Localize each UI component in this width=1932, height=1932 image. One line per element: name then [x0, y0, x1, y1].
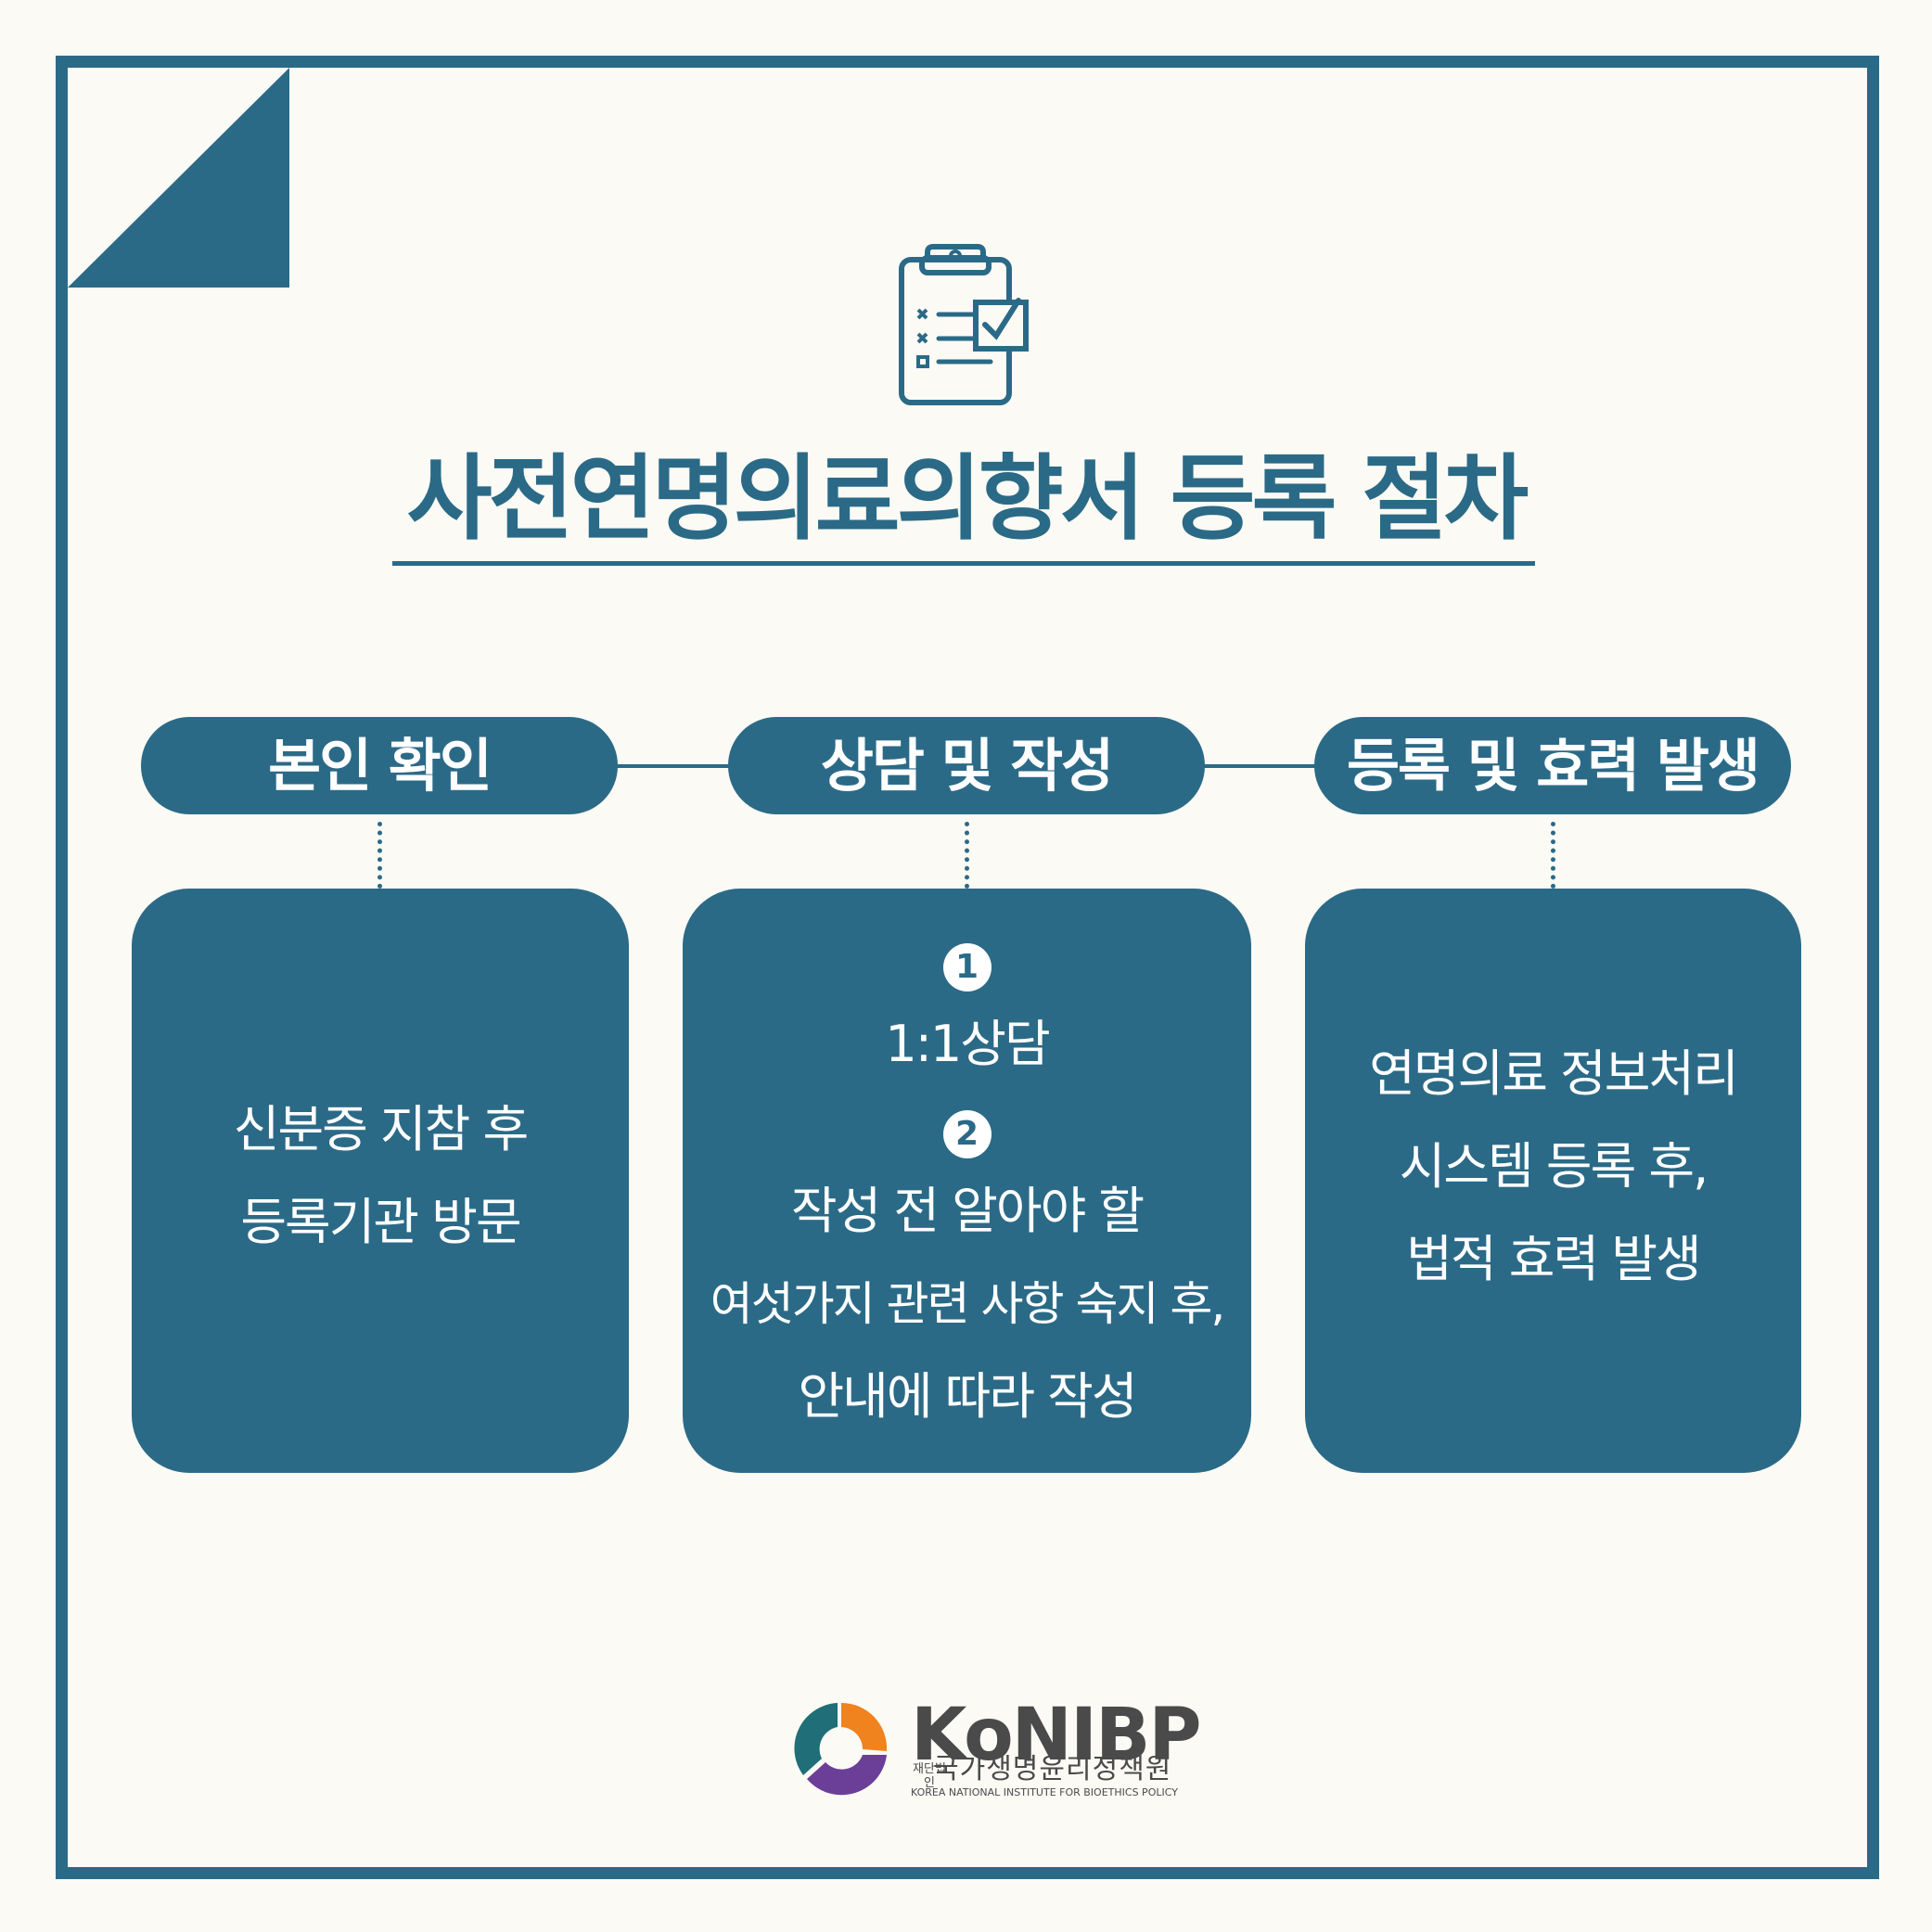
card-line: 1:1상담	[885, 1015, 1050, 1073]
step-label-consult: 상담 및 작성	[728, 717, 1205, 814]
step-card-identity: 신분증 지참 후 등록기관 방문	[132, 889, 629, 1473]
dotted-connector-2	[965, 822, 969, 889]
step-card-consult: 1 1:1상담 2 작성 전 알아야 할 여섯가지 관련 사항 숙지 후, 안내…	[683, 889, 1251, 1473]
step-connector-2	[1202, 764, 1319, 768]
konibp-logo-icon	[794, 1702, 888, 1796]
logo-korean-name: 국가생명윤리정책원	[933, 1753, 1172, 1785]
logo-english-name: KOREA NATIONAL INSTITUTE FOR BIOETHICS P…	[911, 1786, 1178, 1798]
step-connector-1	[616, 764, 733, 768]
card-line: 연명의료 정보처리	[1369, 1044, 1739, 1103]
logo-name: KoNIBP	[911, 1694, 1202, 1777]
step-label-identity: 본인 확인	[141, 717, 618, 814]
step-label-register: 등록 및 효력 발생	[1314, 717, 1791, 814]
card-line: 신분증 지참 후	[233, 1100, 529, 1158]
logo-tag: 재단법인	[913, 1762, 946, 1790]
card-line: 시스템 등록 후,	[1399, 1137, 1709, 1196]
card-line: 여섯가지 관련 사항 숙지 후,	[710, 1277, 1225, 1331]
card-line: 작성 전 알아야 할	[790, 1182, 1145, 1240]
step-card-register: 연명의료 정보처리 시스템 등록 후, 법적 효력 발생	[1305, 889, 1801, 1473]
page-frame	[56, 56, 1879, 1879]
number-badge: 1	[942, 943, 992, 992]
card-line: 등록기관 방문	[240, 1193, 521, 1251]
dotted-connector-1	[377, 822, 382, 889]
title-underline	[392, 561, 1535, 566]
dotted-connector-3	[1551, 822, 1555, 889]
number-badge: 2	[942, 1110, 992, 1158]
page-title: 사전연명의료의향서 등록 절차	[406, 444, 1529, 553]
card-line: 법적 효력 발생	[1406, 1230, 1701, 1288]
corner-triangle	[68, 68, 289, 288]
clipboard-checklist-icon	[899, 244, 1029, 405]
card-line: 안내에 따라 작성	[798, 1367, 1137, 1426]
